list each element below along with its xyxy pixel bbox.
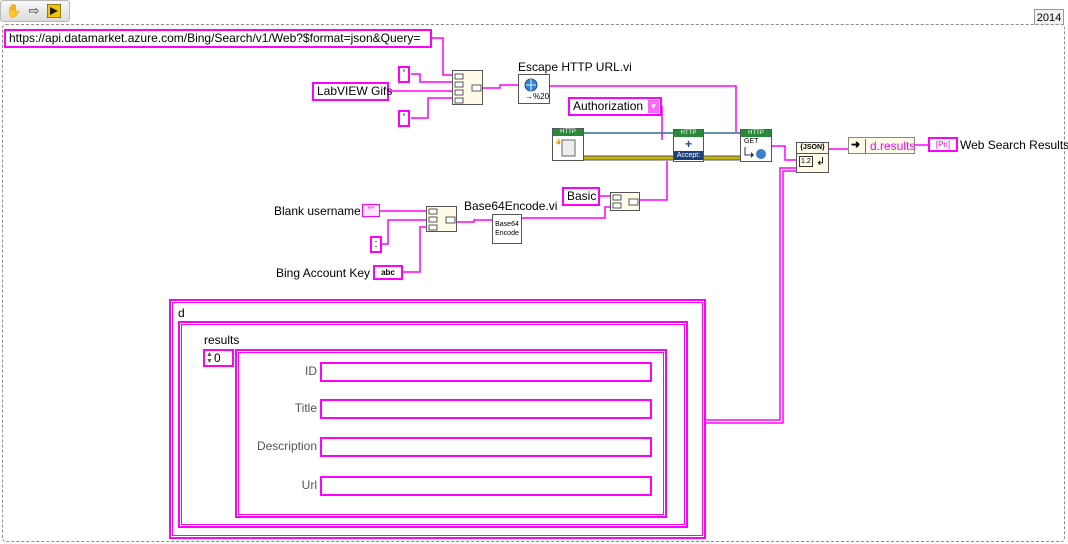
year-badge: 2014	[1034, 9, 1064, 25]
http-add-header-node[interactable]: HTTP + Accept:	[673, 129, 704, 162]
field-url-string[interactable]	[320, 476, 652, 496]
query-string-constant[interactable]: LabVIEW Gifs	[312, 82, 392, 101]
json-label: {JSON}	[797, 143, 828, 154]
concatenate-icon-2	[428, 208, 456, 231]
field-label-url: Url	[301, 478, 317, 492]
http-get-head: HTTP	[741, 130, 771, 137]
labview-logo-icon	[45, 3, 63, 19]
unbundle-field-label: d.results	[865, 139, 915, 153]
field-label-id: ID	[305, 364, 317, 378]
block-diagram-frame	[2, 24, 1065, 542]
field-label-title: Title	[294, 401, 317, 415]
unbundle-by-name-node[interactable]: ➜ d.results	[848, 137, 915, 154]
hand-tool-icon[interactable]: ✋	[5, 3, 23, 18]
concatenate-credentials-node[interactable]	[426, 206, 457, 232]
quote-constant-top[interactable]: '	[398, 66, 410, 83]
index-decrement-icon[interactable]: ▼	[206, 358, 213, 365]
wire-cluster-type-2	[706, 170, 796, 424]
plus-icon: +	[684, 137, 692, 151]
diagram-toolbar: ✋ ⇨	[0, 0, 70, 22]
escape-icon-text: →%20	[525, 92, 550, 101]
results-array-frame	[178, 321, 688, 528]
cluster-constant-d[interactable]	[169, 299, 706, 539]
concatenate-icon-3	[612, 194, 639, 209]
get-label: GET	[744, 138, 759, 145]
http-header-head: HTTP	[674, 130, 703, 137]
results-array-inner-frame	[181, 324, 685, 525]
wire-quote-top	[411, 73, 452, 83]
return-arrow-icon: ↲	[816, 156, 826, 168]
wire-colon	[382, 219, 426, 245]
blank-username-label: Blank username	[274, 204, 361, 218]
authorization-header-constant[interactable]: Authorization ▼	[568, 97, 662, 116]
results-label: results	[204, 333, 240, 347]
escape-vi-label: Escape HTTP URL.vi	[518, 60, 632, 74]
wire-url	[432, 37, 452, 76]
field-description-string[interactable]	[320, 437, 652, 457]
unflatten-from-json-node[interactable]: {JSON} 1.2 ↲	[796, 142, 829, 173]
accept-label: Accept:	[674, 151, 703, 160]
http-open-handle-node[interactable]: HTTP	[552, 128, 584, 161]
index-increment-icon[interactable]: ▲	[206, 351, 213, 358]
run-arrow-icon[interactable]: ⇨	[28, 3, 40, 18]
wire-account-key	[403, 226, 426, 273]
globe-icon	[524, 78, 538, 92]
base64-encode-vi[interactable]: Base64 Encode	[492, 214, 522, 244]
concatenate-icon	[454, 73, 482, 104]
cluster-d-inner-border	[172, 302, 703, 536]
authorization-text: Authorization	[573, 99, 644, 113]
results-element-inner	[238, 352, 664, 515]
field-label-description: Description	[256, 439, 317, 453]
open-handle-icon	[555, 138, 576, 157]
colon-constant[interactable]: :	[370, 236, 382, 253]
wire-cluster-type	[706, 167, 796, 421]
get-arrow-icon	[744, 147, 766, 159]
wire-concat3-to-value	[640, 161, 668, 201]
json-version-label: 1.2	[799, 156, 813, 167]
wire-get-body	[772, 145, 796, 161]
wire-quote-bottom	[411, 97, 452, 119]
quote-constant-bottom[interactable]: '	[398, 110, 410, 127]
array-index-value: 0	[214, 351, 221, 365]
cluster-d-label: d	[178, 306, 185, 320]
error-wire-edges	[584, 155, 740, 161]
web-search-results-label: Web Search Results	[960, 138, 1068, 152]
blank-username-constant[interactable]: ""	[362, 204, 380, 217]
field-id-string[interactable]	[320, 362, 652, 382]
wire-escape-to-get	[550, 85, 737, 132]
url-string-constant[interactable]: https://api.datamarket.azure.com/Bing/Se…	[4, 29, 432, 48]
base64-vi-label: Base64Encode.vi	[464, 199, 558, 213]
wire-b64-to-concat3	[522, 206, 610, 219]
wire-concat2-to-b64	[457, 219, 492, 223]
string-wires	[380, 37, 928, 424]
web-search-results-terminal[interactable]: [Pn]	[928, 137, 958, 152]
results-element-cluster	[235, 349, 667, 518]
dropdown-arrow-icon[interactable]: ▼	[648, 100, 659, 113]
bing-account-key-control[interactable]: abc	[373, 265, 403, 280]
unbundle-arrow-icon: ➜	[851, 139, 861, 151]
wire-concat-to-escape	[483, 84, 518, 89]
escape-http-url-vi[interactable]: →%20	[518, 74, 550, 104]
http-get-node[interactable]: HTTP GET	[740, 129, 772, 162]
field-title-string[interactable]	[320, 399, 652, 419]
http-open-header: HTTP	[553, 129, 583, 136]
concatenate-basic-node[interactable]	[610, 192, 640, 211]
concatenate-strings-node[interactable]	[452, 70, 483, 105]
array-index-control[interactable]: ▲ ▼ 0	[203, 349, 234, 367]
bing-account-key-label: Bing Account Key	[276, 266, 371, 280]
basic-string-constant[interactable]: Basic	[562, 187, 600, 206]
